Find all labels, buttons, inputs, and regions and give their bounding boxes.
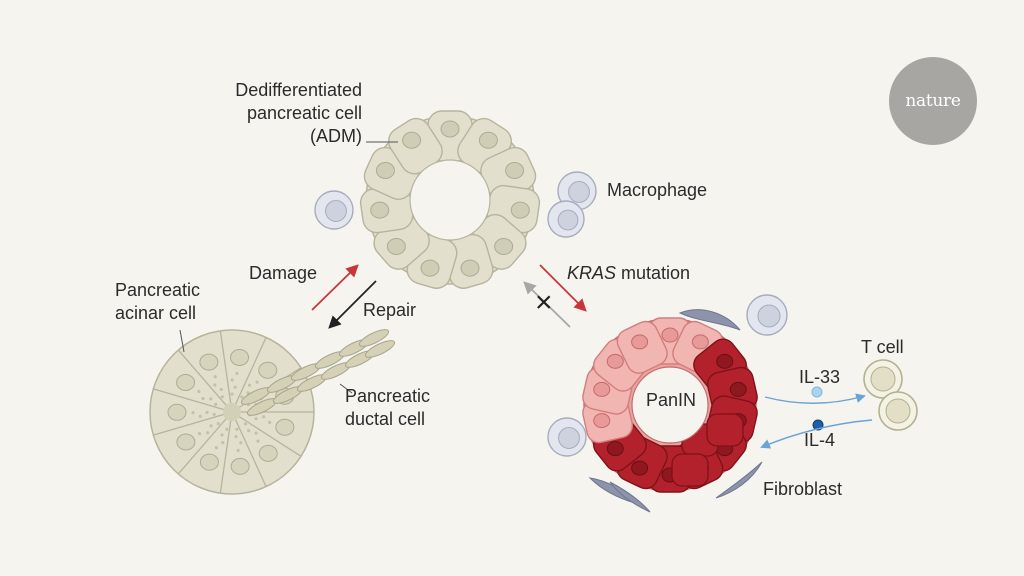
fibroblast-cell-bottom-right (715, 461, 763, 499)
macrophage-cell-panin-left (547, 417, 587, 457)
repair-label: Repair (363, 300, 417, 320)
kras-mutation-word: mutation (616, 263, 691, 283)
adm-label-line3: (ADM) (310, 126, 362, 146)
il4-arrow (760, 419, 873, 449)
macrophage-cell-panin-top (746, 294, 788, 336)
t-cell-lower (878, 391, 918, 431)
repair-arrow (328, 280, 377, 329)
kras-mutation-label: KRAS mutation (567, 262, 690, 285)
blocked-reversion-arrow (523, 281, 571, 328)
fibroblast-label: Fibroblast (763, 479, 843, 499)
il33-label: IL-33 (799, 367, 841, 387)
nature-logo: nature (889, 57, 977, 145)
fibroblast-cell-top (678, 309, 741, 331)
macrophage-cell-left (314, 190, 354, 230)
kras-arrow (539, 264, 587, 312)
acinar-label-line1: Pancreatic (115, 280, 201, 300)
macrophage-label: Macrophage (607, 180, 708, 200)
il33-dot (811, 386, 823, 398)
acinar-label: Pancreatic acinar cell (115, 279, 200, 325)
acinar-cell-rosette (149, 329, 315, 495)
ductal-label: Pancreatic ductal cell (345, 385, 430, 431)
macrophage-cell-bottom (547, 200, 585, 238)
acinar-label-line2: acinar cell (115, 303, 197, 323)
ductal-label-line1: Pancreatic (345, 386, 431, 406)
il33-arrow (764, 393, 866, 404)
il4-label: IL-4 (804, 430, 836, 450)
fibroblast-cell-bottom-left-2 (609, 481, 651, 513)
damage-arrow (311, 264, 359, 311)
adm-label-line1: Dedifferentiated (235, 80, 362, 100)
blocked-mark: × (535, 286, 553, 319)
adm-label: Dedifferentiated pancreatic cell (ADM) (190, 79, 362, 148)
panin-lesion (582, 317, 758, 493)
adm-label-line2: pancreatic cell (246, 103, 362, 123)
damage-label: Damage (249, 263, 318, 283)
adm-cell-cluster (359, 110, 541, 289)
panin-label: PanIN (646, 390, 697, 410)
acinar-label-leader (179, 329, 185, 353)
kras-gene-name: KRAS (567, 263, 617, 283)
ductal-label-line2: ductal cell (345, 409, 426, 429)
ductal-cell-chain (240, 329, 396, 416)
ductal-label-leader (339, 383, 353, 394)
t-cell-label: T cell (861, 337, 904, 357)
t-cell-upper (863, 359, 903, 399)
